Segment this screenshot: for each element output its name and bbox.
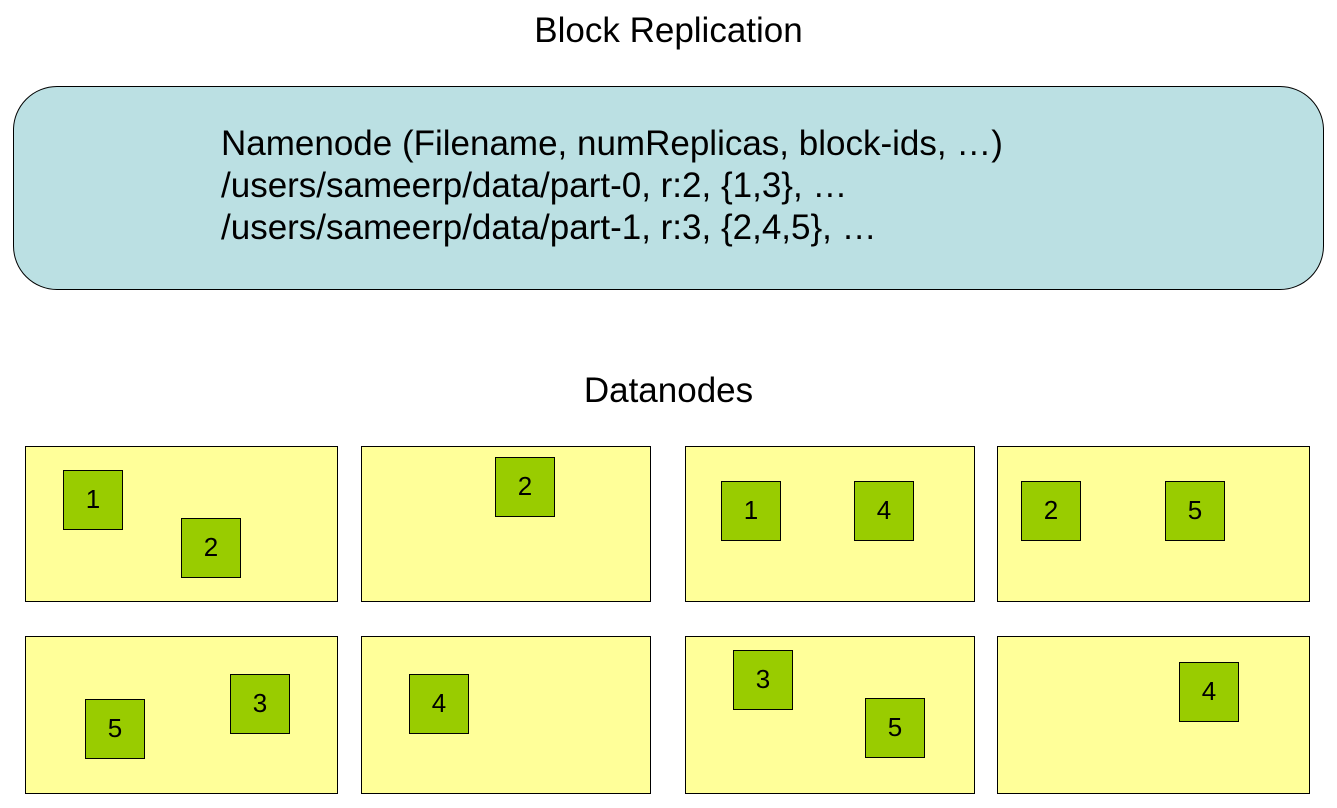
datanode-8: 4 bbox=[997, 636, 1310, 794]
block: 5 bbox=[865, 698, 925, 758]
datanode-5: 5 3 bbox=[25, 636, 338, 794]
block: 4 bbox=[409, 674, 469, 734]
block: 1 bbox=[63, 470, 123, 530]
block: 4 bbox=[854, 481, 914, 541]
block: 2 bbox=[181, 518, 241, 578]
block: 5 bbox=[85, 699, 145, 759]
block: 3 bbox=[733, 650, 793, 710]
block: 2 bbox=[1021, 481, 1081, 541]
datanode-1: 1 2 bbox=[25, 446, 338, 602]
datanode-3: 1 4 bbox=[685, 446, 975, 602]
datanode-6: 4 bbox=[361, 636, 651, 794]
datanodes-label: Datanodes bbox=[583, 371, 754, 410]
namenode-entry-part-1: /users/sameerp/data/part-1, r:3, {2,4,5}… bbox=[221, 208, 877, 247]
block: 1 bbox=[721, 481, 781, 541]
diagram-title: Block Replication bbox=[534, 11, 803, 50]
datanode-7: 3 5 bbox=[685, 636, 975, 794]
block: 5 bbox=[1165, 481, 1225, 541]
block: 2 bbox=[495, 457, 555, 517]
namenode-header: Namenode (Filename, numReplicas, block-i… bbox=[221, 124, 1003, 163]
datanode-4: 2 5 bbox=[997, 446, 1310, 602]
namenode-entry-part-0: /users/sameerp/data/part-0, r:2, {1,3}, … bbox=[221, 166, 848, 205]
datanode-2: 2 bbox=[361, 446, 651, 602]
block: 4 bbox=[1179, 662, 1239, 722]
block: 3 bbox=[230, 674, 290, 734]
namenode-box: Namenode (Filename, numReplicas, block-i… bbox=[13, 86, 1324, 290]
